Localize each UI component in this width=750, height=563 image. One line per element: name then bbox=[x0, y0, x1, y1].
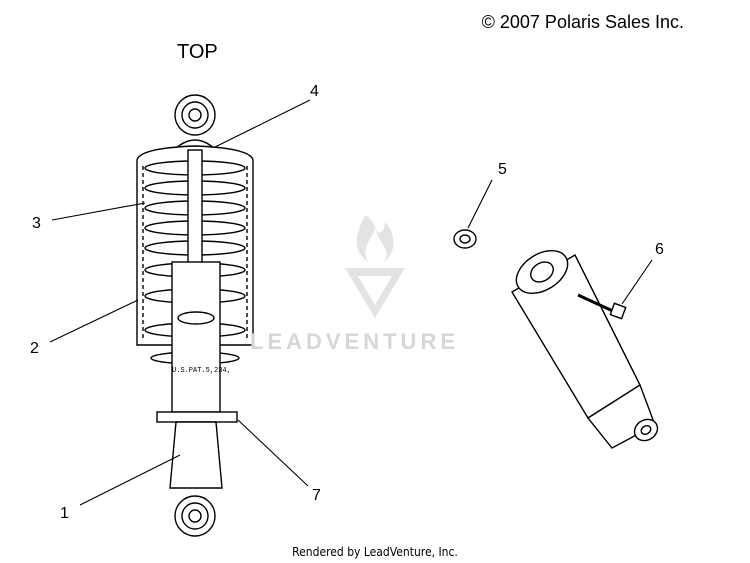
callout-4: 4 bbox=[310, 83, 319, 100]
watermark-logo-icon bbox=[345, 215, 405, 318]
orientation-label: TOP bbox=[177, 41, 218, 63]
nut-part bbox=[453, 229, 477, 249]
footer-credit: Rendered by LeadVenture, Inc. bbox=[292, 545, 458, 559]
callout-1: 1 bbox=[60, 505, 69, 522]
shock-assembly-side bbox=[511, 250, 659, 449]
callout-5: 5 bbox=[498, 161, 507, 178]
callout-7: 7 bbox=[312, 487, 321, 504]
shock-assembly-main bbox=[136, 94, 254, 537]
callout-6: 6 bbox=[655, 241, 664, 258]
copyright-text: © 2007 Polaris Sales Inc. bbox=[481, 12, 684, 32]
leader-lines bbox=[49, 99, 653, 506]
shock-patent-text: U.S.PAT.5,234, bbox=[172, 367, 231, 375]
callout-3: 3 bbox=[32, 215, 41, 232]
watermark-text: LEADVENTURE bbox=[250, 329, 460, 354]
callout-2: 2 bbox=[30, 340, 39, 357]
